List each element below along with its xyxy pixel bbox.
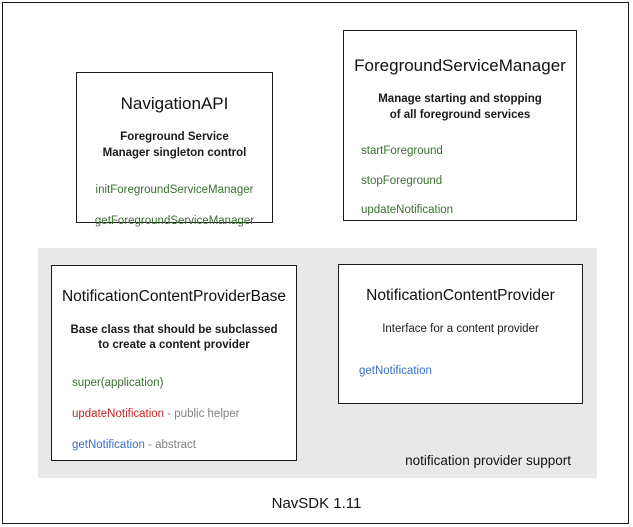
group-panel-label: notification provider support — [405, 453, 571, 468]
class-description-line: Base class that should be subclassed — [70, 323, 278, 336]
class-box-notification-content-provider-base[interactable]: NotificationContentProviderBase Base cla… — [51, 265, 297, 461]
member-item[interactable]: getForegroundServiceManager — [77, 215, 272, 229]
member-item[interactable]: getNotification - abstract — [72, 439, 296, 453]
member-list-foreground-service-manager: startForeground stopForeground updateNot… — [344, 145, 576, 218]
class-description-notification-content-provider: Interface for a content provider — [339, 322, 582, 337]
class-description-line: Manager singleton control — [102, 146, 247, 159]
class-title-notification-content-provider: NotificationContentProvider — [366, 287, 555, 304]
class-title-foreground-service-manager: ForegroundServiceManager — [354, 56, 566, 75]
member-item[interactable]: updateNotification - public helper — [72, 408, 296, 422]
member-name: getForegroundServiceManager — [94, 214, 255, 227]
member-note: - abstract — [144, 438, 197, 451]
member-item[interactable]: startForeground — [361, 145, 576, 159]
member-list-notification-content-provider: getNotification — [339, 365, 582, 379]
member-name: getNotification — [359, 364, 432, 377]
member-list-notification-content-provider-base: super(application) updateNotification - … — [52, 377, 296, 452]
member-item[interactable]: initForegroundServiceManager — [77, 184, 272, 198]
class-title-navigation-api: NavigationAPI — [120, 94, 229, 113]
member-name: initForegroundServiceManager — [95, 183, 254, 196]
class-description-line: Foreground Service — [120, 131, 229, 144]
member-item[interactable]: stopForeground — [361, 175, 576, 189]
member-item[interactable]: getNotification — [359, 365, 582, 379]
class-box-foreground-service-manager[interactable]: ForegroundServiceManager Manage starting… — [343, 30, 577, 221]
class-description-line: of all foreground services — [389, 108, 531, 121]
member-item[interactable]: super(application) — [72, 377, 296, 391]
member-name: updateNotification — [361, 204, 454, 217]
member-name: startForeground — [361, 144, 443, 157]
class-description-navigation-api: Foreground Service Manager singleton con… — [77, 130, 272, 160]
member-name: getNotification — [72, 438, 145, 451]
class-description-line: Interface for a content provider — [382, 322, 539, 335]
member-name: stopForeground — [361, 174, 443, 187]
member-name: updateNotification — [72, 407, 165, 420]
class-box-navigation-api[interactable]: NavigationAPI Foreground Service Manager… — [76, 72, 273, 227]
member-name: super(application) — [72, 376, 164, 389]
class-description-line: Manage starting and stopping — [378, 93, 542, 106]
member-note: - public helper — [164, 407, 240, 420]
class-description-foreground-service-manager: Manage starting and stopping of all fore… — [344, 92, 576, 122]
member-item[interactable]: updateNotification — [361, 204, 576, 218]
diagram-footer-caption: NavSDK 1.11 — [271, 495, 362, 512]
class-description-line: to create a content provider — [98, 338, 250, 351]
member-list-navigation-api: initForegroundServiceManager getForegrou… — [77, 184, 272, 229]
class-title-notification-content-provider-base: NotificationContentProviderBase — [61, 288, 286, 305]
class-box-notification-content-provider[interactable]: NotificationContentProvider Interface fo… — [338, 264, 583, 404]
class-description-notification-content-provider-base: Base class that should be subclassed to … — [52, 323, 296, 353]
